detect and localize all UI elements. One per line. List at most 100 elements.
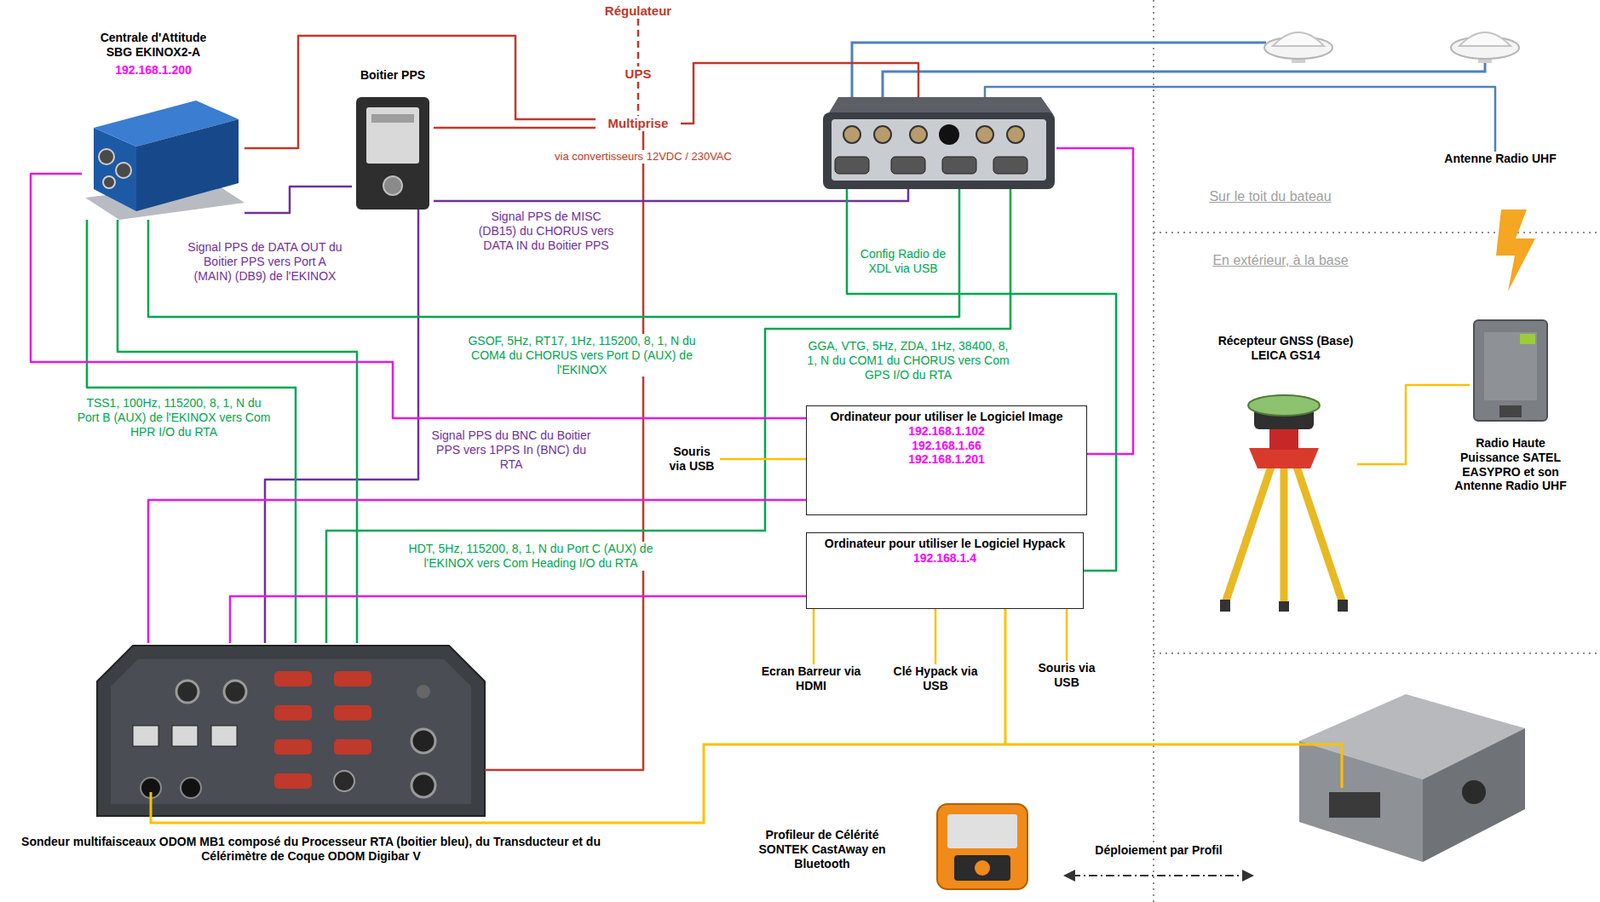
attitude-unit: Centrale d'Attitude SBG EKINOX2-A192.168… xyxy=(81,97,245,220)
sounder-processor: Sondeur multifaisceaux ODOM MB1 composé … xyxy=(97,643,485,817)
rta-processor xyxy=(333,739,372,755)
device-caption: Profileur de Célérité SONTEK CastAway en… xyxy=(749,828,895,871)
gnss-antenna xyxy=(1264,32,1333,64)
chorus-receiver xyxy=(823,97,1055,190)
node-text: Souris via USB xyxy=(663,444,720,474)
chorus-receiver xyxy=(938,124,960,145)
speed-profiler xyxy=(954,855,1011,881)
ekinox-unit xyxy=(115,162,132,179)
signal-label: Config Radio de XDL via USB xyxy=(853,247,953,277)
ip-address: 192.168.1.66 xyxy=(811,438,1082,454)
signal-label: Signal PPS du BNC du Boitier PPS vers 1P… xyxy=(428,428,594,472)
radio-modem: Radio Haute Puissance SATEL EASYPRO et s… xyxy=(1469,316,1552,424)
signal-label: TSS1, 100Hz, 115200, 8, 1, N du Port B (… xyxy=(74,396,274,439)
transducer xyxy=(1299,741,1423,863)
deployment-arrow xyxy=(1071,874,1246,877)
chorus-receiver xyxy=(891,156,926,174)
zone-label: Sur le toit du bateau xyxy=(1208,188,1331,205)
gnss-base-receiver xyxy=(1220,599,1231,612)
gnss-base-receiver xyxy=(1278,601,1290,612)
power-item: UPS xyxy=(616,66,660,82)
rta-processor xyxy=(333,671,372,687)
deployment-label: Déploiement par Profil xyxy=(1093,843,1224,858)
connector xyxy=(719,458,806,461)
ip-address: 192.168.1.4 xyxy=(811,551,1078,566)
connector xyxy=(637,18,640,67)
pps-box xyxy=(356,97,430,210)
gnss-base-receiver xyxy=(1248,448,1319,469)
rta-processor xyxy=(172,725,198,747)
signal-label: GSOF, 5Hz, RT17, 1Hz, 115200, 8, 1, N du… xyxy=(452,333,712,377)
gnss-base-receiver xyxy=(1248,395,1320,416)
gnss-base-receiver xyxy=(1296,466,1343,604)
rta-processor xyxy=(211,725,237,747)
gnss-antenna xyxy=(1459,32,1511,47)
power-item: Multiprise xyxy=(595,115,681,132)
chorus-receiver xyxy=(874,126,892,144)
pps-box xyxy=(371,114,415,123)
peripheral: Clé Hypack via USB xyxy=(891,664,980,694)
chorus-receiver xyxy=(976,126,994,144)
ekinox-unit xyxy=(98,149,115,165)
satel-radio xyxy=(1519,333,1536,345)
pps-box xyxy=(366,107,420,164)
connector xyxy=(244,35,596,149)
sounder-cable xyxy=(1004,609,1008,745)
gnss-receiver xyxy=(821,97,1057,190)
speed-profiler xyxy=(937,804,1028,890)
node-text: Antenne Radio UHF xyxy=(1432,151,1569,167)
node-text: UPS xyxy=(616,66,660,82)
power-item: Régulateur xyxy=(591,3,685,19)
zone-divider xyxy=(1153,0,1600,902)
speed-profiler xyxy=(947,814,1018,849)
satel-radio xyxy=(1473,320,1548,421)
gnss-base-receiver xyxy=(1337,599,1348,612)
gnss-antenna xyxy=(1450,32,1520,64)
node-text: Clé Hypack via USB xyxy=(891,664,980,694)
rta-processor xyxy=(274,739,312,755)
connector xyxy=(812,609,816,665)
zone-divider xyxy=(1153,231,1600,234)
chorus-receiver xyxy=(942,156,977,174)
rta-processor xyxy=(333,771,355,792)
speed-profiler: Profileur de Célérité SONTEK CastAway en… xyxy=(933,800,1031,893)
chorus-receiver xyxy=(843,126,861,144)
rta-processor xyxy=(411,773,436,798)
pps-box: Boitier PPS xyxy=(351,97,434,210)
gnss-base-receiver xyxy=(1280,466,1289,605)
pps-box xyxy=(356,97,430,210)
node-text: Multiprise xyxy=(595,115,681,132)
connector xyxy=(433,126,596,130)
connector xyxy=(637,81,640,116)
sounder-cable xyxy=(150,609,1342,824)
rta-processor xyxy=(274,773,312,789)
radio-link-bolt xyxy=(1496,209,1536,292)
computer-box: Ordinateur pour utiliser le Logiciel Ima… xyxy=(805,405,1088,516)
signal-label: GGA, VTG, 5Hz, ZDA, 1Hz, 38400, 8, 1, N … xyxy=(800,339,1017,382)
rta-processor xyxy=(132,725,159,747)
ekinox-unit xyxy=(103,176,116,189)
signal-label: Signal PPS de MISC (DB15) du CHORUS vers… xyxy=(471,209,621,253)
connector xyxy=(680,63,919,124)
peripheral: Souris via USB xyxy=(663,444,720,474)
rta-processor xyxy=(411,729,436,754)
satel-radio xyxy=(1484,332,1537,401)
node-text: Régulateur xyxy=(591,3,685,19)
deployment-arrow xyxy=(1063,869,1076,882)
peripheral: Ecran Barreur via HDMI xyxy=(759,664,863,694)
chorus-receiver xyxy=(1007,126,1025,144)
gnss-base-receiver xyxy=(1220,395,1348,612)
chorus-receiver xyxy=(834,156,870,174)
rta-processor xyxy=(180,777,202,799)
box-title: Ordinateur pour utiliser le Logiciel Ima… xyxy=(811,409,1082,425)
connector xyxy=(148,189,960,317)
gnss-base-receiver xyxy=(1269,429,1299,450)
radio-link-bolt xyxy=(1496,209,1536,292)
connector xyxy=(984,86,1496,152)
transducer xyxy=(1329,792,1381,818)
device-title: Boitier PPS xyxy=(360,68,426,83)
peripheral: Souris via USB xyxy=(1036,661,1097,691)
chorus-receiver xyxy=(831,119,1047,181)
